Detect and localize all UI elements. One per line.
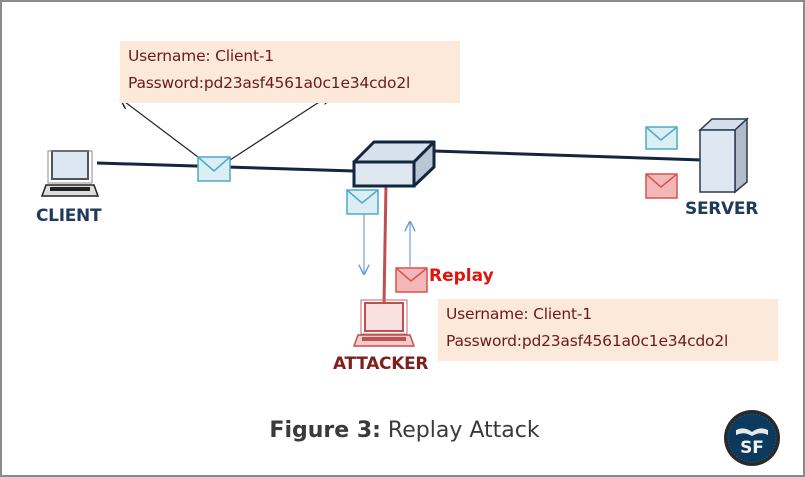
sniffed-username: Username: Client-1: [128, 47, 274, 65]
figure-caption: Figure 3: Replay Attack: [2, 418, 803, 443]
envelope-icon-client-link: [197, 156, 231, 182]
attacker-laptop-icon: [352, 299, 416, 347]
caption-text: Replay Attack: [380, 418, 540, 443]
caption-label: Figure 3:: [269, 418, 381, 443]
attacker-credentials-box: Username: Client-1 Password:pd23asf4561a…: [438, 299, 778, 361]
attacker-username: Username: Client-1: [446, 305, 592, 323]
logo-text: SF: [740, 438, 764, 458]
envelope-icon-replay: [395, 267, 428, 293]
switch-icon: [352, 140, 436, 188]
sniffed-credentials-box: Username: Client-1 Password:pd23asf4561a…: [120, 41, 460, 103]
envelope-icon-intercepted: [346, 189, 379, 215]
envelope-icon-server-replayed: [645, 173, 678, 199]
attacker-tap-link: [382, 183, 388, 305]
sniff-arrow-right: [229, 95, 330, 161]
server-icon: [698, 117, 749, 194]
attacker-password: Password:pd23asf4561a0c1e34cdo2l: [446, 332, 729, 350]
envelope-icon-server-original: [645, 126, 678, 150]
switch-server-link: [433, 149, 703, 162]
client-label: CLIENT: [36, 206, 102, 226]
sniff-arrow-left: [121, 99, 203, 161]
replay-label: Replay: [429, 266, 494, 286]
client-laptop-icon: [40, 150, 100, 197]
attacker-label: ATTACKER: [333, 354, 429, 374]
sniffed-password: Password:pd23asf4561a0c1e34cdo2l: [128, 74, 411, 92]
sf-logo-icon: SF: [724, 410, 780, 466]
server-label: SERVER: [685, 199, 759, 219]
